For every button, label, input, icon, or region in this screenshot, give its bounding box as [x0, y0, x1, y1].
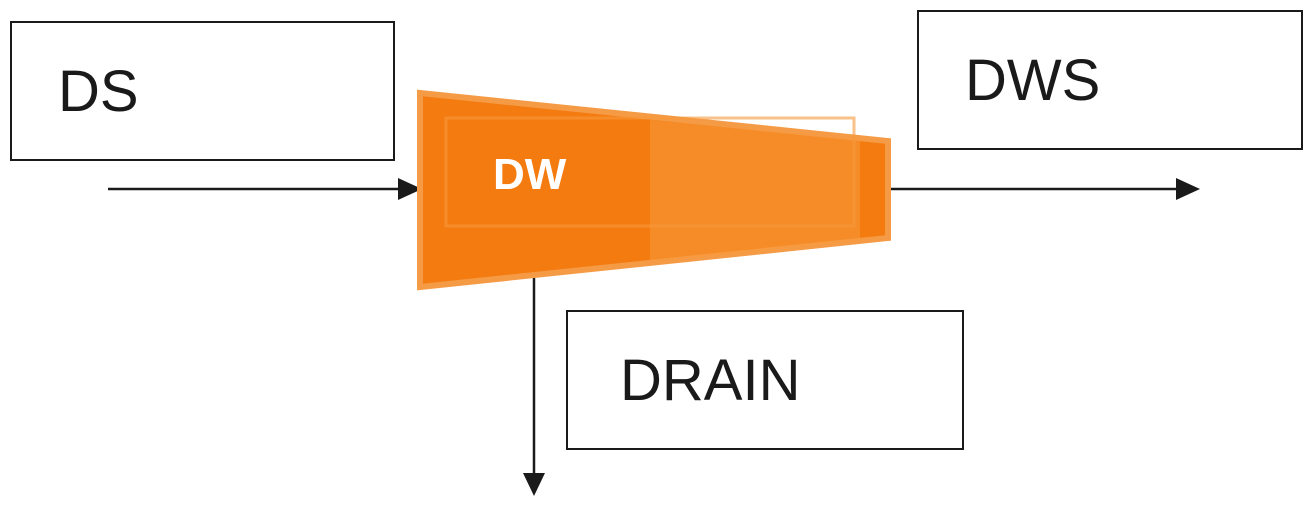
dw-label: DW	[493, 150, 567, 199]
dws-label: DWS	[965, 47, 1101, 113]
dws-box: DWS	[917, 10, 1303, 150]
drain-label: DRAIN	[620, 347, 801, 413]
dw-inner-core	[444, 116, 856, 228]
ds-label: DS	[58, 58, 139, 124]
inlet-arrowhead	[398, 178, 422, 200]
drain-arrowhead	[523, 473, 545, 496]
dw-unit	[417, 89, 891, 291]
drain-box: DRAIN	[566, 310, 964, 450]
dw-inner-band	[650, 120, 860, 262]
ds-box: DS	[10, 21, 395, 161]
outlet-arrowhead	[1176, 178, 1200, 200]
